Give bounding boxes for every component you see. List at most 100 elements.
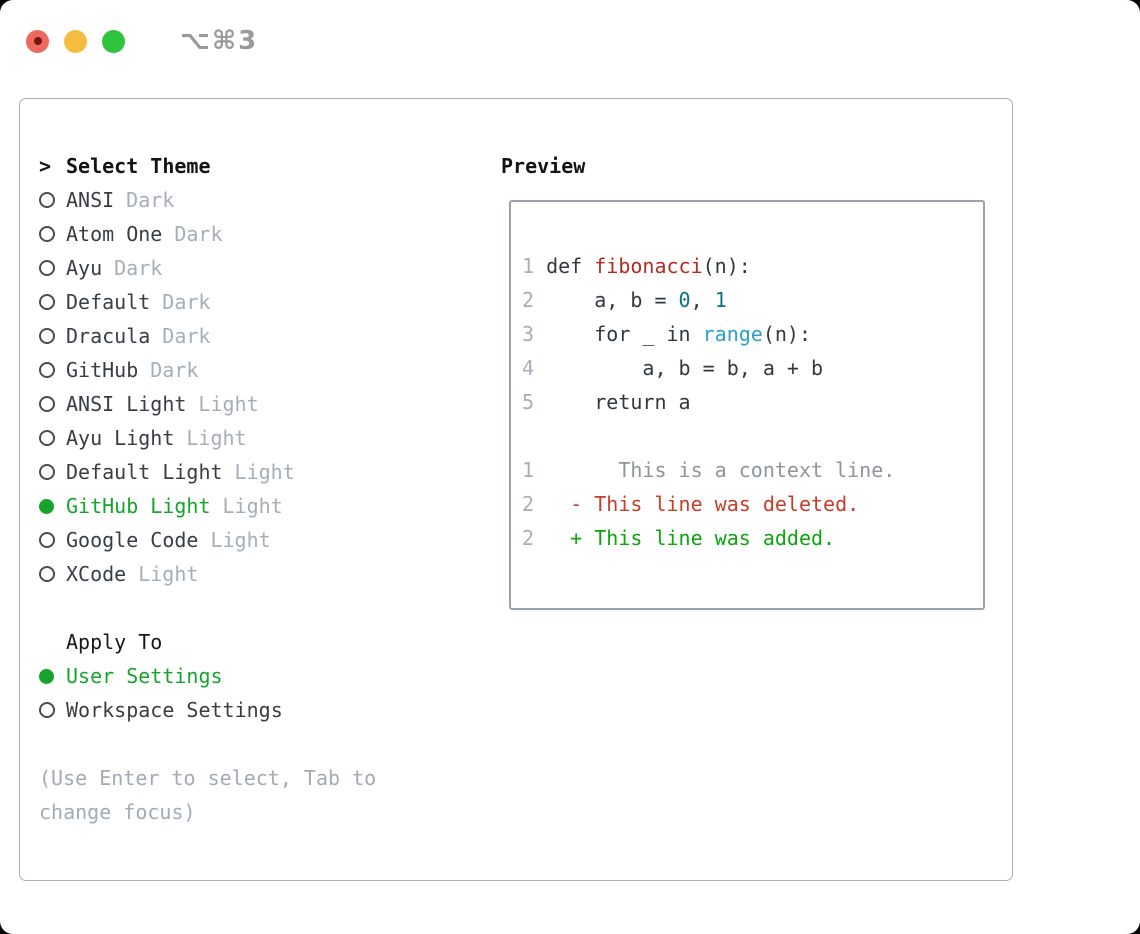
code-segment: return a bbox=[534, 390, 691, 414]
open-circle-icon bbox=[39, 430, 55, 446]
line-number: 3 bbox=[522, 322, 535, 346]
spacer bbox=[39, 591, 376, 625]
open-circle-icon bbox=[39, 294, 55, 310]
open-circle-icon bbox=[39, 396, 55, 412]
theme-option-ayu-light[interactable]: Ayu Light Light bbox=[39, 421, 376, 455]
apply-option-workspace-settings[interactable]: Workspace Settings bbox=[39, 693, 376, 727]
radio-icon bbox=[39, 566, 66, 582]
apply-option-user-settings[interactable]: User Settings bbox=[39, 659, 376, 693]
filled-dot-icon bbox=[39, 668, 54, 684]
prompt-caret-icon: > bbox=[39, 154, 52, 178]
radio-icon bbox=[39, 294, 66, 310]
prompt-marker: > bbox=[39, 154, 66, 178]
open-circle-icon bbox=[39, 226, 55, 242]
open-circle-icon bbox=[39, 260, 55, 276]
minimize-button[interactable] bbox=[64, 29, 87, 53]
help-text: (Use Enter to select, Tab to change focus… bbox=[39, 761, 376, 829]
option-label: GitHub bbox=[66, 358, 139, 382]
code-segment: , bbox=[690, 288, 715, 312]
preview-line: 1 def fibonacci(n): bbox=[522, 249, 983, 283]
open-circle-icon bbox=[39, 362, 55, 378]
radio-icon bbox=[39, 396, 66, 412]
close-button[interactable] bbox=[26, 29, 49, 53]
radio-icon bbox=[39, 192, 66, 208]
theme-variant-label: Light bbox=[186, 426, 247, 450]
theme-variant-label: Light bbox=[222, 494, 283, 518]
theme-variant-label: Dark bbox=[126, 188, 175, 212]
radio-icon bbox=[39, 362, 66, 378]
code-segment: def bbox=[534, 254, 595, 278]
theme-option-google-code[interactable]: Google Code Light bbox=[39, 523, 376, 557]
line-number: 5 bbox=[522, 390, 535, 414]
radio-icon bbox=[39, 328, 66, 344]
line-number: 2 bbox=[522, 492, 535, 516]
option-label: Ayu Light bbox=[66, 426, 175, 450]
line-number: 2 bbox=[522, 526, 535, 550]
theme-option-default[interactable]: Default Dark bbox=[39, 285, 376, 319]
code-segment: - This line was deleted. bbox=[534, 492, 860, 516]
preview-line: 2 a, b = 0, 1 bbox=[522, 283, 983, 317]
code-segment: 0 bbox=[678, 288, 691, 312]
theme-variant-label: Light bbox=[210, 528, 271, 552]
radio-icon bbox=[39, 532, 66, 548]
line-number: 4 bbox=[522, 356, 535, 380]
theme-variant-label: Light bbox=[234, 460, 295, 484]
open-circle-icon bbox=[39, 192, 55, 208]
option-label: Default Light bbox=[66, 460, 223, 484]
option-label: Ayu bbox=[66, 256, 103, 280]
theme-option-default-light[interactable]: Default Light Light bbox=[39, 455, 376, 489]
theme-variant-label: Dark bbox=[114, 256, 163, 280]
line-number: 2 bbox=[522, 288, 535, 312]
theme-variant-label: Dark bbox=[150, 358, 199, 382]
spacer bbox=[39, 727, 376, 761]
option-label: Atom One bbox=[66, 222, 163, 246]
zoom-button[interactable] bbox=[102, 29, 125, 53]
code-segment: (n): bbox=[762, 322, 812, 346]
help-line: change focus) bbox=[39, 800, 196, 824]
close-dot-icon bbox=[33, 37, 42, 45]
code-segment: range bbox=[702, 322, 763, 346]
radio-icon bbox=[39, 702, 66, 718]
help-line: (Use Enter to select, Tab to bbox=[39, 766, 377, 790]
theme-option-atom-one[interactable]: Atom One Dark bbox=[39, 217, 376, 251]
theme-variant-label: Dark bbox=[174, 222, 223, 246]
filled-dot-icon bbox=[39, 498, 54, 514]
open-circle-icon bbox=[39, 464, 55, 480]
preview-line: 3 for _ in range(n): bbox=[522, 317, 983, 351]
preview-line: 5 return a bbox=[522, 385, 983, 419]
select-theme-heading-row: > Select Theme bbox=[39, 149, 376, 183]
option-label: ANSI Light bbox=[66, 392, 187, 416]
theme-option-ayu[interactable]: Ayu Dark bbox=[39, 251, 376, 285]
code-segment: This is a context line. bbox=[534, 458, 896, 482]
open-circle-icon bbox=[39, 702, 55, 718]
theme-variant-label: Dark bbox=[162, 290, 211, 314]
open-circle-icon bbox=[39, 328, 55, 344]
apply-to-heading-row: Apply To bbox=[39, 625, 376, 659]
code-segment: (n): bbox=[702, 254, 751, 278]
preview-line: 1 This is a context line. bbox=[522, 453, 983, 487]
selected-radio-icon bbox=[39, 668, 66, 684]
option-label: Default bbox=[66, 290, 151, 314]
radio-icon bbox=[39, 430, 66, 446]
theme-option-github[interactable]: GitHub Dark bbox=[39, 353, 376, 387]
radio-icon bbox=[39, 226, 66, 242]
preview-line: 4 a, b = b, a + b bbox=[522, 351, 983, 385]
line-number: 1 bbox=[522, 458, 535, 482]
radio-icon bbox=[39, 464, 66, 480]
option-label: Google Code bbox=[66, 528, 199, 552]
code-segment: fibonacci bbox=[594, 254, 703, 278]
selected-radio-icon bbox=[39, 498, 66, 514]
window-title: ⌥⌘3 bbox=[180, 26, 259, 56]
preview-line: 2 + This line was added. bbox=[522, 521, 983, 555]
line-number: 1 bbox=[522, 254, 535, 278]
